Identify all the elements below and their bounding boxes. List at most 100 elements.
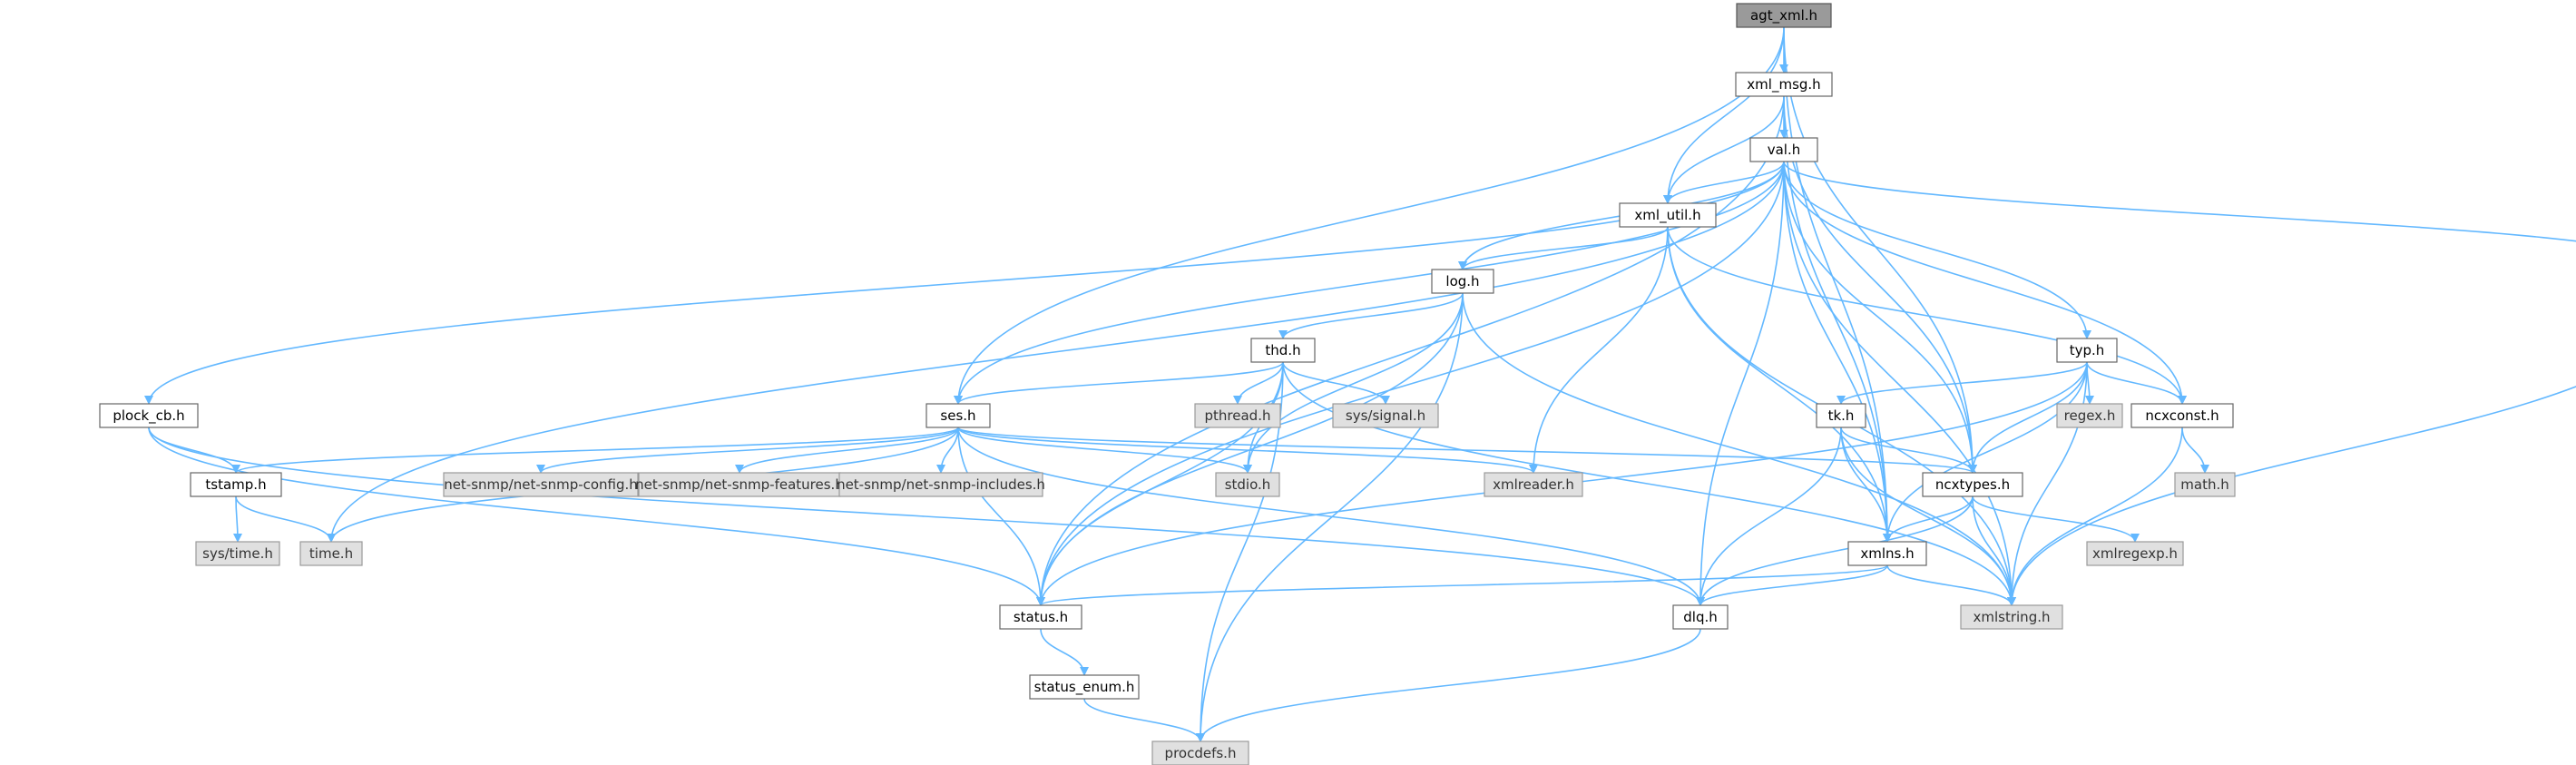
node-tk[interactable]: tk.h — [1816, 403, 1866, 428]
node-box — [2086, 541, 2184, 566]
edge-xmlns-to-xmlstring — [1886, 564, 2016, 606]
node-label: ncxtypes.h — [1935, 476, 2010, 493]
edge-thd-to-ses — [954, 361, 1284, 405]
edge-agt-xml-to-xml-util — [1663, 26, 1785, 204]
node-xml-util[interactable]: xml_util.h — [1619, 202, 1717, 228]
edge-thd-to-procdefs — [1196, 361, 1284, 742]
edge-val-to-ses — [954, 161, 1785, 405]
node-box — [195, 541, 280, 566]
node-box — [1736, 3, 1832, 28]
edge-val-to-xmlstring — [1783, 161, 2016, 606]
node-syssignal: sys/signal.h — [1332, 403, 1439, 428]
edge-val-to-xmlns — [1783, 161, 1892, 543]
node-log[interactable]: log.h — [1431, 269, 1494, 294]
edge-log-to-thd — [1278, 292, 1464, 339]
node-label: typ.h — [2070, 342, 2105, 358]
node-features: net-snmp/net-snmp-features.h — [635, 472, 844, 497]
node-label: status.h — [1014, 609, 1068, 625]
node-box — [99, 403, 199, 428]
node-label: dlq.h — [1683, 609, 1718, 625]
node-label: procdefs.h — [1165, 745, 1237, 761]
edge-xml-msg-to-status — [1036, 95, 1785, 606]
edge-tk-to-xmlstring — [1840, 427, 2016, 606]
edge-xml-msg-to-ncxtypes — [1783, 95, 1977, 474]
node-label: status_enum.h — [1034, 679, 1135, 696]
edge-ses-to-status — [957, 427, 1045, 606]
node-label: regex.h — [2064, 407, 2116, 424]
node-box — [2130, 403, 2234, 428]
edge-xml-util-to-xmlns — [1667, 226, 1892, 543]
edge-ses-to-tstamp — [231, 427, 959, 474]
node-box — [2056, 338, 2118, 363]
edge-tk-to-dlq — [1696, 427, 1842, 606]
edge-val-to-status — [1036, 161, 1785, 606]
edge-plock-cb-to-status — [148, 427, 1045, 606]
node-label: xmlreader.h — [1493, 476, 1574, 493]
node-xmlns[interactable]: xmlns.h — [1847, 541, 1927, 566]
node-label: thd.h — [1265, 342, 1300, 358]
node-label: tstamp.h — [205, 476, 266, 493]
node-label: tk.h — [1828, 407, 1855, 424]
node-tstamp[interactable]: tstamp.h — [190, 472, 282, 497]
node-ncxtypes[interactable]: ncxtypes.h — [1922, 472, 2023, 497]
node-box — [1619, 202, 1717, 228]
node-box — [1332, 403, 1439, 428]
node-xml-msg[interactable]: xml_msg.h — [1735, 72, 1833, 97]
node-label: sys/time.h — [202, 545, 273, 562]
node-typ[interactable]: typ.h — [2056, 338, 2118, 363]
node-plock-cb[interactable]: plock_cb.h — [99, 403, 199, 428]
node-box — [1847, 541, 1927, 566]
edge-xml-msg-to-xmlns — [1783, 95, 1892, 543]
edge-status-to-status-enum — [1040, 628, 1089, 676]
node-status-enum[interactable]: status_enum.h — [1029, 674, 1140, 700]
node-xmlstring: xmlstring.h — [1960, 604, 2063, 630]
node-regex: regex.h — [2056, 403, 2123, 428]
edge-val-to-ncxtypes — [1783, 161, 1977, 474]
edge-ncxconst-to-xmlstring — [2007, 427, 2183, 606]
edge-thd-to-syssignal — [1282, 361, 1390, 405]
node-thd[interactable]: thd.h — [1250, 338, 1316, 363]
edge-typ-to-ncxtypes — [1968, 361, 2088, 474]
node-ncxconst[interactable]: ncxconst.h — [2130, 403, 2234, 428]
node-dlq[interactable]: dlq.h — [1672, 604, 1729, 630]
edge-log-to-stdio — [1243, 292, 1464, 474]
node-math: math.h — [2174, 472, 2236, 497]
node-label: xml_util.h — [1634, 207, 1700, 224]
edge-val-to-ncxconst — [1783, 161, 2187, 405]
node-box — [999, 604, 1082, 630]
node-label: plock_cb.h — [113, 407, 184, 425]
node-val[interactable]: val.h — [1749, 137, 1818, 162]
node-box — [443, 472, 639, 497]
node-box — [1431, 269, 1494, 294]
node-layer: agt_xml.hxml_msg.hval.hxml_util.hlog.hop… — [99, 3, 2236, 765]
node-box — [926, 403, 991, 428]
node-config: net-snmp/net-snmp-config.h — [443, 472, 639, 497]
edge-dlq-to-procdefs — [1196, 628, 1701, 742]
node-systime: sys/time.h — [195, 541, 280, 566]
edge-ses-to-config — [536, 427, 959, 474]
node-label: pthread.h — [1205, 407, 1271, 424]
node-label: stdio.h — [1225, 476, 1271, 493]
node-status[interactable]: status.h — [999, 604, 1082, 630]
node-box — [1029, 674, 1140, 700]
edge-typ-to-tk — [1837, 361, 2088, 405]
node-ses[interactable]: ses.h — [926, 403, 991, 428]
edge-ses-to-features — [735, 427, 959, 474]
node-label: val.h — [1768, 142, 1801, 158]
node-box — [638, 472, 841, 497]
edge-ses-to-xmlreader — [957, 427, 1538, 474]
node-box — [1816, 403, 1866, 428]
node-label: ses.h — [940, 407, 975, 424]
edge-typ-to-ncxconst — [2086, 361, 2187, 405]
edge-tstamp-to-time — [235, 495, 336, 543]
node-label: xmlns.h — [1860, 545, 1914, 562]
node-box — [1960, 604, 2063, 630]
node-label: net-snmp/net-snmp-includes.h — [837, 476, 1045, 493]
edge-ncxtypes-to-dlq — [1696, 495, 1974, 606]
node-label: agt_xml.h — [1750, 7, 1817, 25]
edge-agt-xml-to-ncxtypes — [1783, 26, 1977, 474]
node-box — [1151, 740, 1249, 765]
node-agt-xml[interactable]: agt_xml.h — [1736, 3, 1832, 28]
node-label: net-snmp/net-snmp-features.h — [635, 476, 844, 493]
